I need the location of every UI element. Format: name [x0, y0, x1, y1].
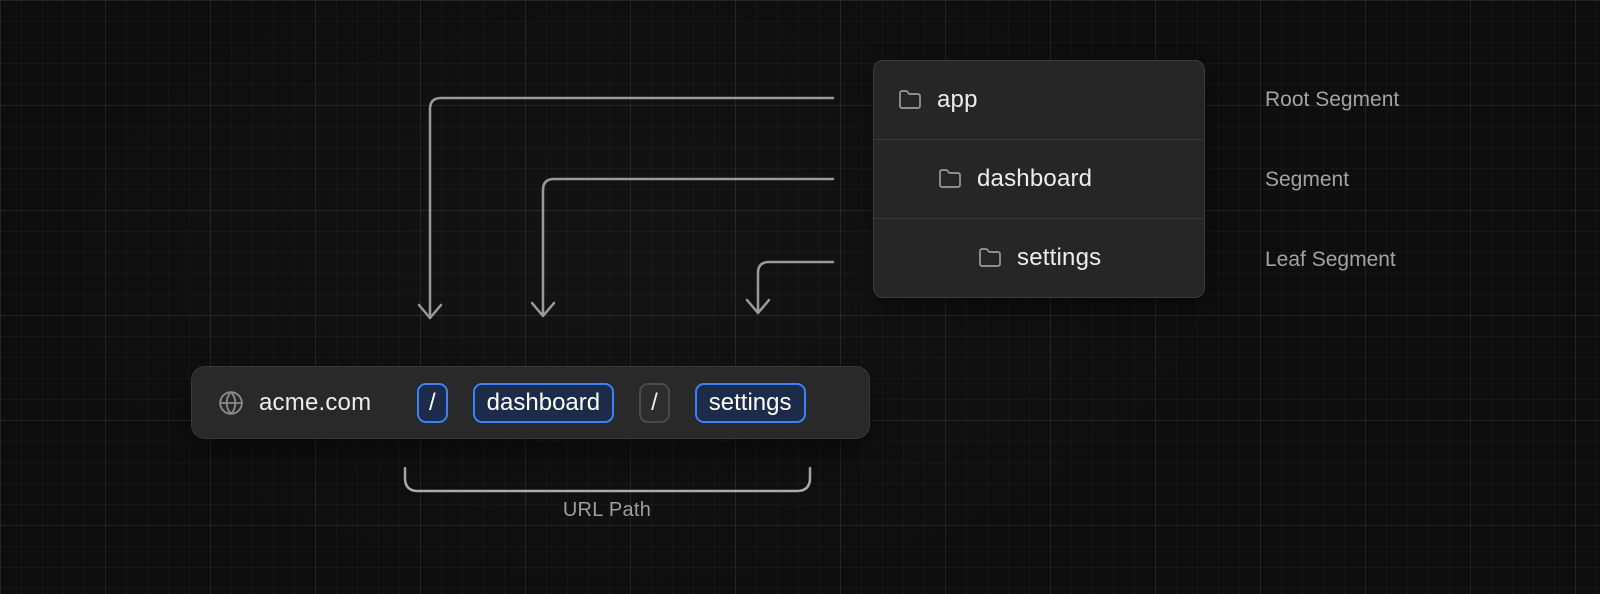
url-path-bracket	[403, 466, 812, 493]
folder-tree-panel: app dashboard settings	[873, 60, 1205, 298]
tree-row-app: app	[874, 61, 1204, 140]
url-segment-slash-1: /	[417, 382, 448, 423]
annotation-segment: Segment	[1265, 168, 1350, 191]
tree-item-label: dashboard	[977, 165, 1093, 192]
arrow-leaf-segment	[745, 260, 835, 315]
url-segment-dashboard: dashboard	[472, 382, 615, 423]
url-bar: acme.com / dashboard / settings	[191, 366, 870, 439]
annotation-root-segment: Root Segment	[1265, 88, 1400, 111]
tree-item-label: app	[937, 86, 978, 113]
tree-item-label: settings	[1017, 244, 1102, 271]
arrow-segment	[530, 177, 835, 318]
tree-row-settings: settings	[874, 219, 1204, 297]
tree-row-dashboard: dashboard	[874, 140, 1204, 219]
folder-icon	[898, 88, 922, 112]
arrow-root-segment	[417, 96, 835, 320]
url-segment-slash-2: /	[639, 382, 670, 423]
url-segment-settings: settings	[694, 382, 806, 423]
folder-icon	[938, 167, 962, 191]
folder-icon	[978, 246, 1002, 270]
globe-icon	[218, 390, 244, 416]
url-path-label: URL Path	[562, 499, 652, 521]
url-domain: acme.com	[259, 388, 372, 416]
annotation-leaf-segment: Leaf Segment	[1265, 248, 1396, 271]
